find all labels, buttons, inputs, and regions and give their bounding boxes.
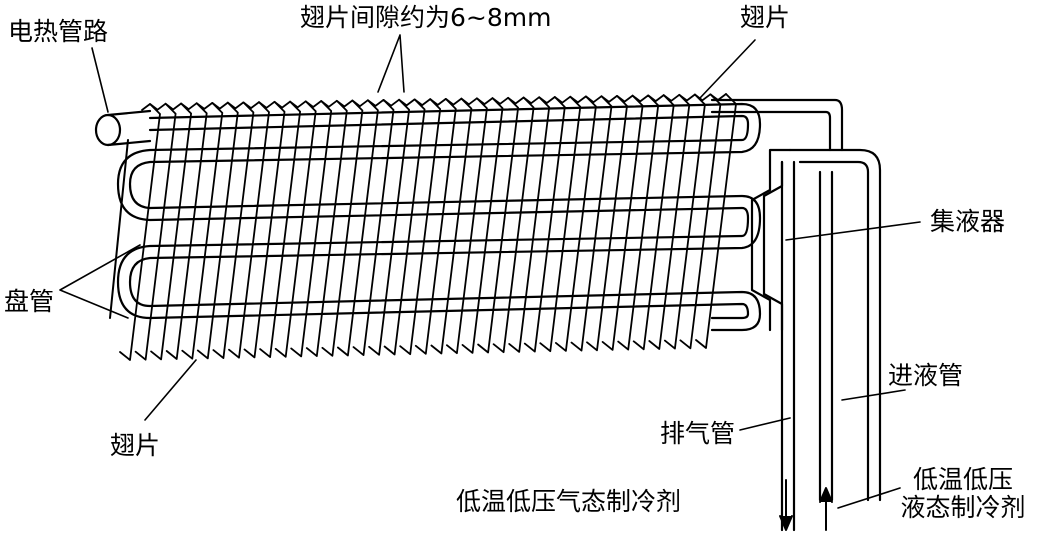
fin-plate	[243, 100, 286, 359]
fin-plate	[461, 97, 504, 354]
coil-tube	[116, 102, 762, 332]
fin-plate	[119, 103, 161, 361]
fin-plate	[212, 101, 255, 359]
fin-plate	[632, 94, 675, 351]
fin-plate	[228, 101, 270, 359]
fin-plate	[601, 94, 644, 351]
frame-right-rail	[710, 98, 844, 152]
frame-left-edge	[109, 139, 129, 319]
fin-plate	[150, 102, 192, 361]
label-coil: 盘管	[4, 287, 55, 316]
fin-plate	[399, 98, 442, 356]
fin-plate	[383, 98, 426, 356]
fin-plate	[181, 102, 224, 360]
fin-plate	[570, 95, 613, 352]
leader-lines	[59, 34, 921, 509]
frame-right-rail-inner	[710, 110, 832, 152]
fin-plate	[648, 93, 691, 350]
label-in-refrigerant-line1: 低温低压	[912, 465, 1013, 494]
fin-plate	[523, 96, 566, 353]
label-exhaust-pipe: 排气管	[660, 419, 736, 448]
fin-plate	[321, 99, 364, 357]
fin-plate	[508, 96, 551, 353]
outlet-loop	[780, 148, 882, 532]
label-fin-gap: 翅片间隙约为6~8mm	[300, 3, 552, 32]
fin-plate	[368, 98, 410, 356]
label-inlet-pipe: 进液管	[888, 361, 964, 390]
fin-plate	[305, 99, 348, 357]
fin-plate	[352, 99, 395, 356]
fin-plate	[274, 100, 317, 358]
fin-plate	[290, 100, 333, 358]
fin-plate	[446, 97, 488, 355]
fins	[119, 93, 737, 361]
label-fin-bottom: 翅片	[110, 431, 161, 460]
fin-plate	[337, 99, 379, 357]
fin-plate	[165, 102, 208, 360]
fin-plate	[539, 95, 582, 353]
label-in-refrigerant: 低温低压 液态制冷剂	[888, 466, 1038, 522]
label-fin-top: 翅片	[740, 3, 791, 32]
fin-plate	[695, 93, 737, 349]
fin-plate	[617, 94, 660, 351]
fin-plate	[586, 95, 628, 352]
heater-pipe	[94, 109, 152, 147]
fin-plate	[414, 98, 457, 355]
label-accumulator: 集液器	[930, 207, 1006, 236]
label-heater-pipe: 电热管路	[8, 17, 109, 46]
fin-plate	[477, 96, 519, 354]
label-out-refrigerant: 低温低压气态制冷剂	[456, 487, 682, 516]
fin-plate	[259, 100, 301, 358]
arrow-in	[819, 487, 833, 531]
fin-top-edge	[141, 93, 727, 111]
fin-plate	[555, 95, 597, 352]
fin-plate	[492, 96, 535, 354]
label-in-refrigerant-line2: 液态制冷剂	[900, 493, 1026, 522]
arrow-out	[779, 479, 793, 531]
fin-plate	[679, 93, 722, 350]
fin-plate	[430, 97, 473, 355]
fin-plate	[196, 101, 239, 360]
